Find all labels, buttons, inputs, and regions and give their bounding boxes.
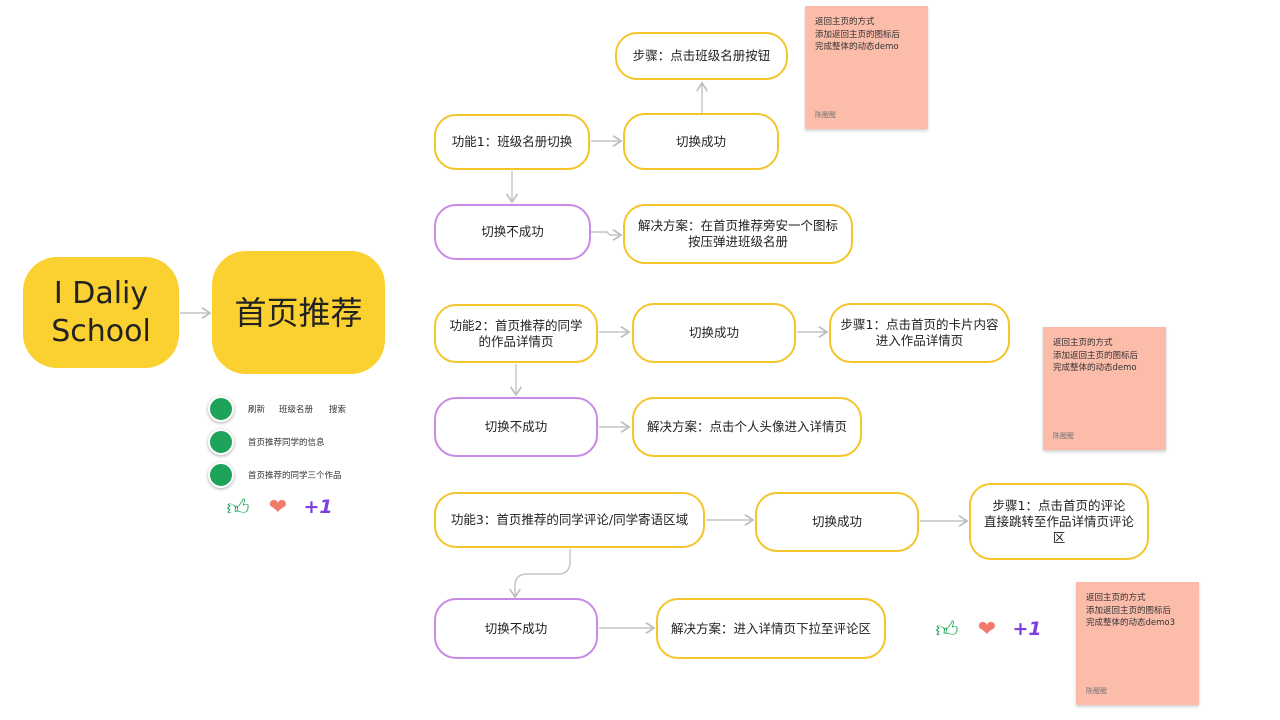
sticky-note[interactable]: 返回主页的方式 添加返回主页的图标后 完成整体的动态demo 陈醒醒	[805, 6, 928, 129]
sticky-line: 完成整体的动态demo	[1053, 363, 1137, 373]
sticky-author: 陈醒醒	[1053, 431, 1074, 440]
legend-label: 首页推荐的同学三个作品	[248, 471, 342, 481]
reaction-bar: 👍︎ ❤ +1	[934, 616, 1042, 643]
plus-one-icon[interactable]: +1	[1012, 618, 1042, 640]
sticky-author: 陈醒醒	[1086, 686, 1107, 695]
plus-one-icon[interactable]: +1	[303, 496, 333, 518]
feature3-step-node[interactable]: 步骤1：点击首页的评论 直接跳转至作品详情页评论 区	[969, 483, 1149, 560]
sticky-note[interactable]: 返回主页的方式 添加返回主页的图标后 完成整体的动态demo 陈醒醒	[1043, 327, 1166, 450]
sticky-line: 完成整体的动态demo	[815, 42, 899, 52]
green-dot-icon	[208, 396, 234, 422]
sticky-line: 返回主页的方式	[1053, 338, 1113, 348]
legend-row: 首页推荐同学的信息	[208, 429, 339, 455]
heart-icon[interactable]: ❤	[977, 616, 997, 642]
sticky-line: 添加返回主页的图标后	[1086, 605, 1172, 616]
app-name-node[interactable]: I Daliy School	[23, 257, 179, 368]
heart-icon[interactable]: ❤	[268, 494, 288, 520]
feature1-node[interactable]: 功能1：班级名册切换	[434, 114, 590, 170]
edge-f3-fail	[515, 549, 571, 597]
sticky-line: 返回主页的方式	[815, 17, 875, 27]
feature2-success-node[interactable]: 切换成功	[632, 303, 796, 363]
feature1-success-node[interactable]: 切换成功	[623, 113, 779, 170]
reaction-bar: 👍︎ ❤ +1	[225, 494, 333, 521]
legend-row: 首页推荐的同学三个作品	[208, 462, 356, 488]
feature2-solution-node[interactable]: 解决方案：点击个人头像进入详情页	[632, 397, 862, 457]
center-topic-node[interactable]: 首页推荐	[212, 251, 385, 374]
thumbs-up-icon[interactable]: 👍︎	[226, 495, 250, 521]
edge-f1-solution	[591, 232, 621, 235]
sticky-author: 陈醒醒	[815, 110, 836, 119]
sticky-line: 返回主页的方式	[1086, 593, 1146, 603]
legend-label: 刷新	[248, 405, 266, 415]
feature3-success-node[interactable]: 切换成功	[755, 492, 919, 552]
sticky-line: 完成整体的动态demo3	[1086, 618, 1176, 628]
legend-label: 搜索	[329, 405, 347, 415]
thumbs-up-icon[interactable]: 👍︎	[935, 617, 959, 643]
legend-row: 刷新 班级名册 搜索	[208, 396, 360, 422]
feature1-solution-node[interactable]: 解决方案：在首页推荐旁安一个图标 按压弹进班级名册	[623, 204, 853, 264]
sticky-line: 添加返回主页的图标后	[1053, 350, 1139, 361]
feature2-fail-node[interactable]: 切换不成功	[434, 397, 598, 457]
feature3-node[interactable]: 功能3：首页推荐的同学评论/同学寄语区域	[434, 492, 705, 548]
green-dot-icon	[208, 462, 234, 488]
feature2-node[interactable]: 功能2：首页推荐的同学 的作品详情页	[434, 304, 598, 363]
feature1-step-node[interactable]: 步骤：点击班级名册按钮	[615, 32, 788, 80]
legend-label: 班级名册	[279, 405, 314, 415]
feature3-fail-node[interactable]: 切换不成功	[434, 598, 598, 659]
legend-label: 首页推荐同学的信息	[248, 438, 325, 448]
green-dot-icon	[208, 429, 234, 455]
sticky-note[interactable]: 返回主页的方式 添加返回主页的图标后 完成整体的动态demo3 陈醒醒	[1076, 582, 1199, 705]
sticky-line: 添加返回主页的图标后	[815, 29, 901, 40]
feature1-fail-node[interactable]: 切换不成功	[434, 204, 591, 260]
feature2-step-node[interactable]: 步骤1：点击首页的卡片内容 进入作品详情页	[829, 303, 1010, 363]
feature3-solution-node[interactable]: 解决方案：进入详情页下拉至评论区	[656, 598, 886, 659]
